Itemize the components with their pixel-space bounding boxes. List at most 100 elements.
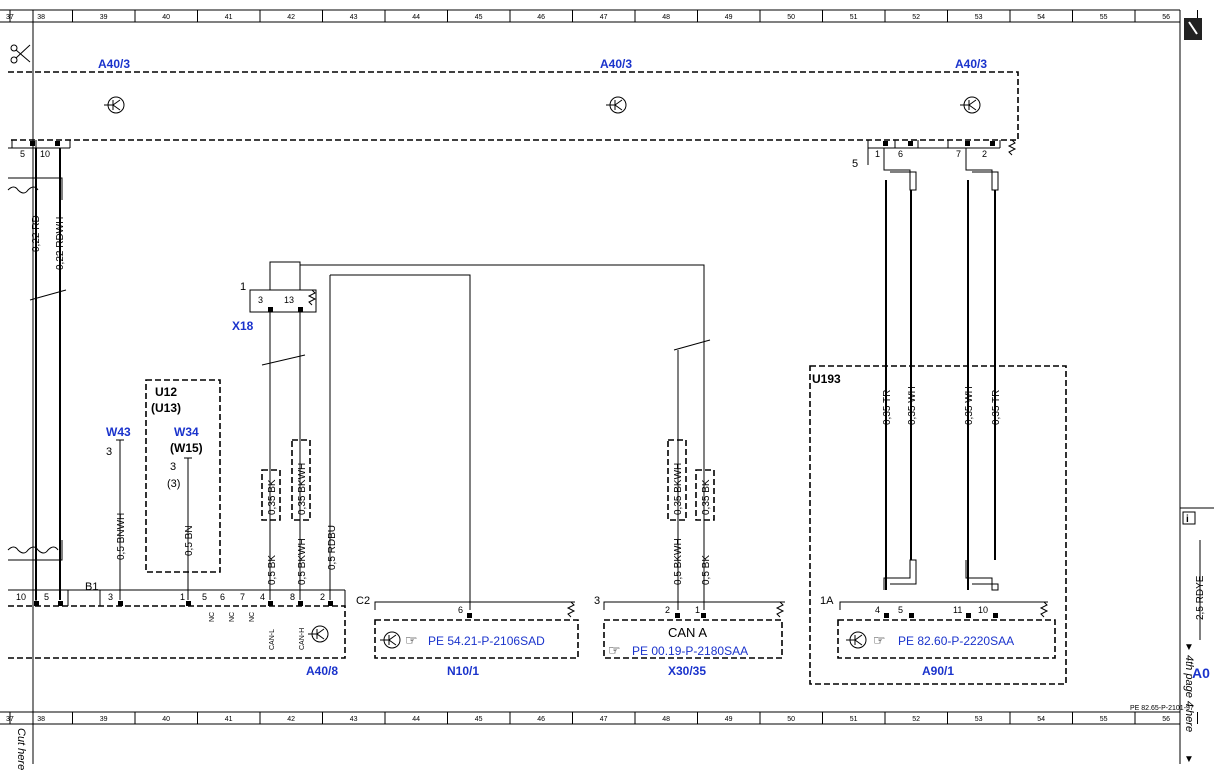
pin-a90-10: 10 [978,605,988,615]
pin-a90-4: 4 [875,605,880,615]
pin-r-2: 2 [982,149,987,159]
label-x18: X18 [232,319,254,333]
pin-b1-2: 2 [320,592,325,602]
wire-w2: 0,22 RDWH [55,217,66,270]
clip-icon[interactable] [1184,18,1202,40]
ruler-number: 56 [1162,14,1170,21]
ruler-number: 40 [162,716,170,723]
ruler-number: 40 [162,14,170,21]
pin-x18-3: 3 [258,295,263,305]
wire-w11: 0,35 BKWH [673,463,684,515]
pin-b1-5: 5 [202,592,207,602]
a40-3-module [8,71,1019,149]
ref-x30-35[interactable]: PE 00.19-P-2180SAA [632,644,748,658]
ruler-number: 39 [100,14,108,21]
ruler-number: 47 [600,716,608,723]
ruler-number: 38 [37,716,45,723]
label-can-a: CAN A [668,625,707,640]
label-u193: U193 [812,372,841,386]
ruler-number: 54 [1037,716,1045,723]
pin-r-7: 7 [956,149,961,159]
pin-nc-1: NC [209,612,216,622]
label-conn-5: 5 [852,158,858,170]
arrow-icon: ▼ [1184,754,1194,765]
pin-b1-1: 1 [180,592,185,602]
x18-connector [249,261,711,610]
ruler-number: 52 [912,716,920,723]
wire-w3: 0,5 BNWH [116,513,127,560]
pin-b1-7: 7 [240,592,245,602]
wire-w15: 0,35 WH [907,386,918,425]
transistor-icon [960,96,981,114]
pin-b1-4: 4 [260,592,265,602]
ref-side: 4th page 4 here [1183,655,1195,732]
right-top-connector [867,139,1017,165]
ruler-number: 53 [975,14,983,21]
ruler-number: 42 [287,14,295,21]
wire-w4: 0,5 BN [184,525,195,556]
label-a40-3-left: A40/3 [98,57,130,71]
pin-r-6: 6 [898,149,903,159]
label-conn-1: 1 [240,281,246,293]
ruler-number: 46 [537,14,545,21]
u12-module [145,379,221,573]
wire-w7: 0,5 BKWH [297,538,308,585]
ruler-number: 48 [662,14,670,21]
pin-x18-13: 13 [284,295,294,305]
pin-can-l: CAN-L [269,629,276,650]
wire-w17: 0,35 TR [991,390,1002,425]
pin-w43-3: 3 [106,446,112,458]
wire-w16: 0,35 WH [964,386,975,425]
wire-w14: 0,35 TR [882,390,893,425]
ruler-number: 39 [100,716,108,723]
pin-a90-11: 11 [953,605,962,615]
ruler-number: 55 [1100,14,1108,21]
label-a40-8: A40/8 [306,664,338,678]
label-u13: (U13) [151,401,181,415]
ruler-number: 41 [225,14,233,21]
ruler-number: 43 [350,14,358,21]
ruler-number: 48 [662,716,670,723]
cut-here-label: Cut here [15,728,27,770]
ref-n10-1[interactable]: PE 54.21-P-2106SAD [428,634,545,648]
ruler-number: 55 [1100,716,1108,723]
pin-top-5: 5 [20,149,25,159]
label-conn-3: 3 [594,595,600,607]
ruler-number: 49 [725,14,733,21]
pin-w34-3: 3 [170,461,176,473]
pin-b-10: 10 [16,592,26,602]
wire-w12: 0,5 BK [701,555,712,585]
pin-c2-6: 6 [458,605,463,615]
pin-a90-5: 5 [898,605,903,615]
pin-nc-2: NC [229,612,236,622]
label-a40-3-right: A40/3 [955,57,987,71]
label-b1: B1 [85,581,98,593]
pointing-hand-icon[interactable]: ☞ [405,632,418,648]
ruler-number: 45 [475,14,483,21]
pointing-hand-icon[interactable]: ☞ [608,642,621,658]
info-icon[interactable]: i [1182,511,1196,525]
ruler-number: 50 [787,716,795,723]
ref-a90-1[interactable]: PE 82.60-P-2220SAA [898,634,1014,648]
scissors-icon [10,44,31,64]
ruler-number: 37 [6,716,14,723]
label-n10-1: N10/1 [447,664,479,678]
ruler-number: 52 [912,14,920,21]
wire-w18: 2,5 RDYE [1195,575,1206,620]
ruler-number: 43 [350,716,358,723]
pin-top-10: 10 [40,149,50,159]
transistor-icon [846,631,867,649]
label-u12: U12 [155,385,177,399]
ruler-number: 41 [225,716,233,723]
pointing-hand-icon[interactable]: ☞ [873,632,886,648]
pin-x30-1: 1 [695,605,700,615]
wire-w13: 0,35 BK [701,479,712,515]
wire-w5: 0,5 BK [267,555,278,585]
pin-b-5: 5 [44,592,49,602]
ruler-number: 44 [412,14,420,21]
label-a40-3-mid: A40/3 [600,57,632,71]
pin-nc-3: NC [249,612,256,622]
label-info-ref: A0 [1192,665,1210,681]
